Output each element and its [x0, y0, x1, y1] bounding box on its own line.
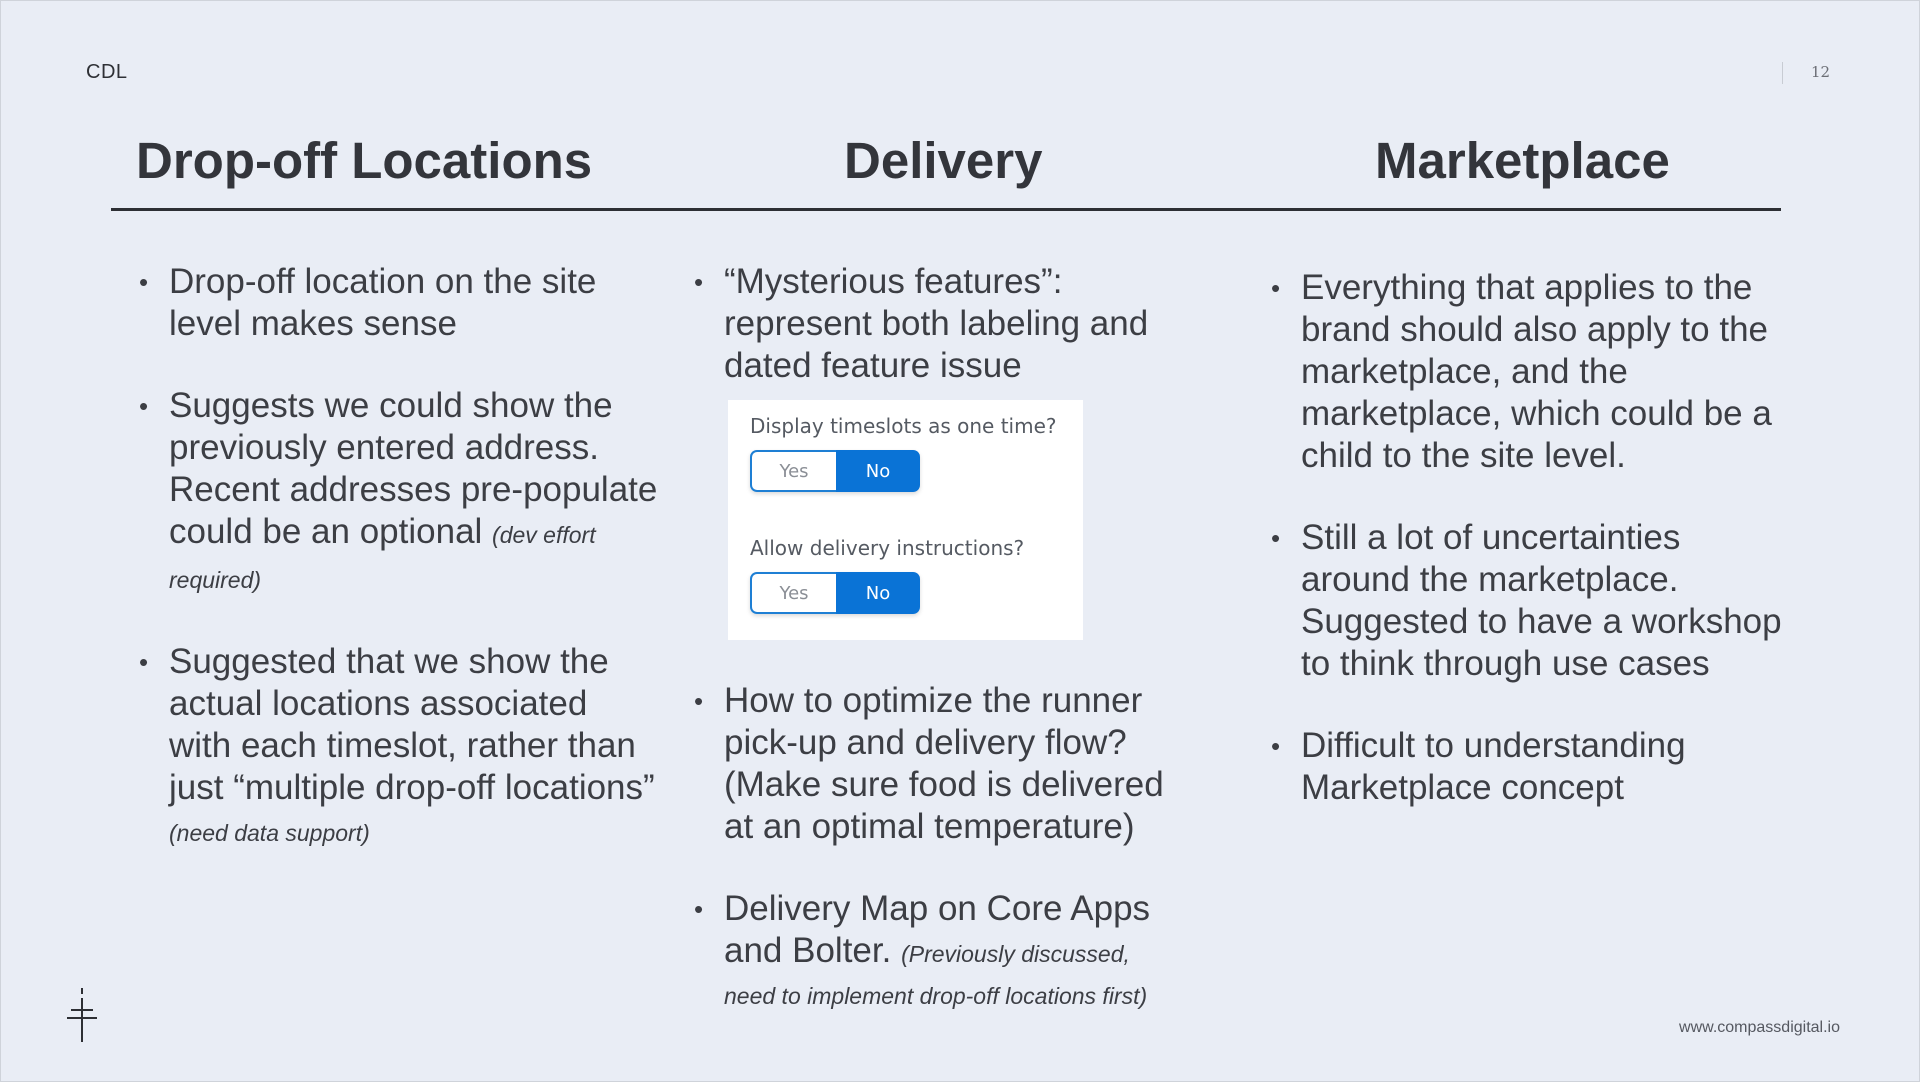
footer-url: www.compassdigital.io [1679, 1019, 1840, 1036]
bullet-text: Suggested that we show the actual locati… [169, 642, 655, 807]
timeslots-toggle[interactable]: Yes No [750, 450, 920, 492]
bullet-item: Difficult to understanding Marketplace c… [1271, 725, 1791, 809]
bullet-text: How to optimize the runner pick-up and d… [724, 681, 1164, 846]
timeslots-no-option[interactable]: No [836, 450, 920, 492]
delivery-settings-mockup: Display timeslots as one time? Yes No Al… [728, 400, 1083, 640]
column-title-marketplace: Marketplace [1375, 132, 1670, 189]
dropoff-bullet-list: Drop-off location on the site level make… [139, 261, 659, 854]
page-number: 12 [1811, 63, 1831, 81]
bullet-text: Delivery Map on Core Apps and Bolter. [724, 889, 1151, 970]
bullet-text: Drop-off location on the site level make… [169, 262, 597, 343]
bullet-item: Still a lot of uncertainties around the … [1271, 517, 1791, 685]
timeslots-yes-option[interactable]: Yes [750, 450, 836, 492]
bullet-item: “Mysterious features”: represent both la… [694, 261, 1184, 387]
marketplace-bullet-list: Everything that applies to the brand sho… [1271, 267, 1791, 809]
instructions-no-option[interactable]: No [836, 572, 920, 614]
bullet-note: (dev effort required) [169, 522, 596, 593]
bullet-note: (Previously discussed, need to implement… [724, 941, 1148, 1009]
bullet-item: Drop-off location on the site level make… [139, 261, 659, 345]
delivery-bullet-list-bottom: How to optimize the runner pick-up and d… [694, 680, 1184, 1014]
instructions-yes-option[interactable]: Yes [750, 572, 836, 614]
title-divider [111, 208, 1781, 211]
column-title-dropoff: Drop-off Locations [136, 132, 593, 189]
compass-logo-icon [67, 988, 97, 1042]
bullet-text: Suggests we could show the previously en… [169, 386, 658, 551]
bullet-item: Suggests we could show the previously en… [139, 385, 659, 601]
page-number-divider [1782, 62, 1783, 84]
delivery-bullet-list-top: “Mysterious features”: represent both la… [694, 261, 1184, 387]
bullet-item: Delivery Map on Core Apps and Bolter. (P… [694, 888, 1184, 1014]
instructions-toggle[interactable]: Yes No [750, 572, 920, 614]
bullet-item: How to optimize the runner pick-up and d… [694, 680, 1184, 848]
bullet-text: “Mysterious features”: represent both la… [724, 262, 1149, 385]
bullet-text: Everything that applies to the brand sho… [1301, 268, 1772, 475]
bullet-note: (need data support) [169, 820, 370, 846]
mockup-question-timeslots: Display timeslots as one time? [750, 414, 1057, 438]
column-title-delivery: Delivery [844, 132, 1043, 189]
bullet-text: Difficult to understanding Marketplace c… [1301, 726, 1686, 807]
mockup-question-instructions: Allow delivery instructions? [750, 536, 1025, 560]
brand-label: CDL [86, 61, 128, 83]
bullet-text: Still a lot of uncertainties around the … [1301, 518, 1782, 683]
bullet-item: Suggested that we show the actual locati… [139, 641, 659, 854]
bullet-item: Everything that applies to the brand sho… [1271, 267, 1791, 477]
